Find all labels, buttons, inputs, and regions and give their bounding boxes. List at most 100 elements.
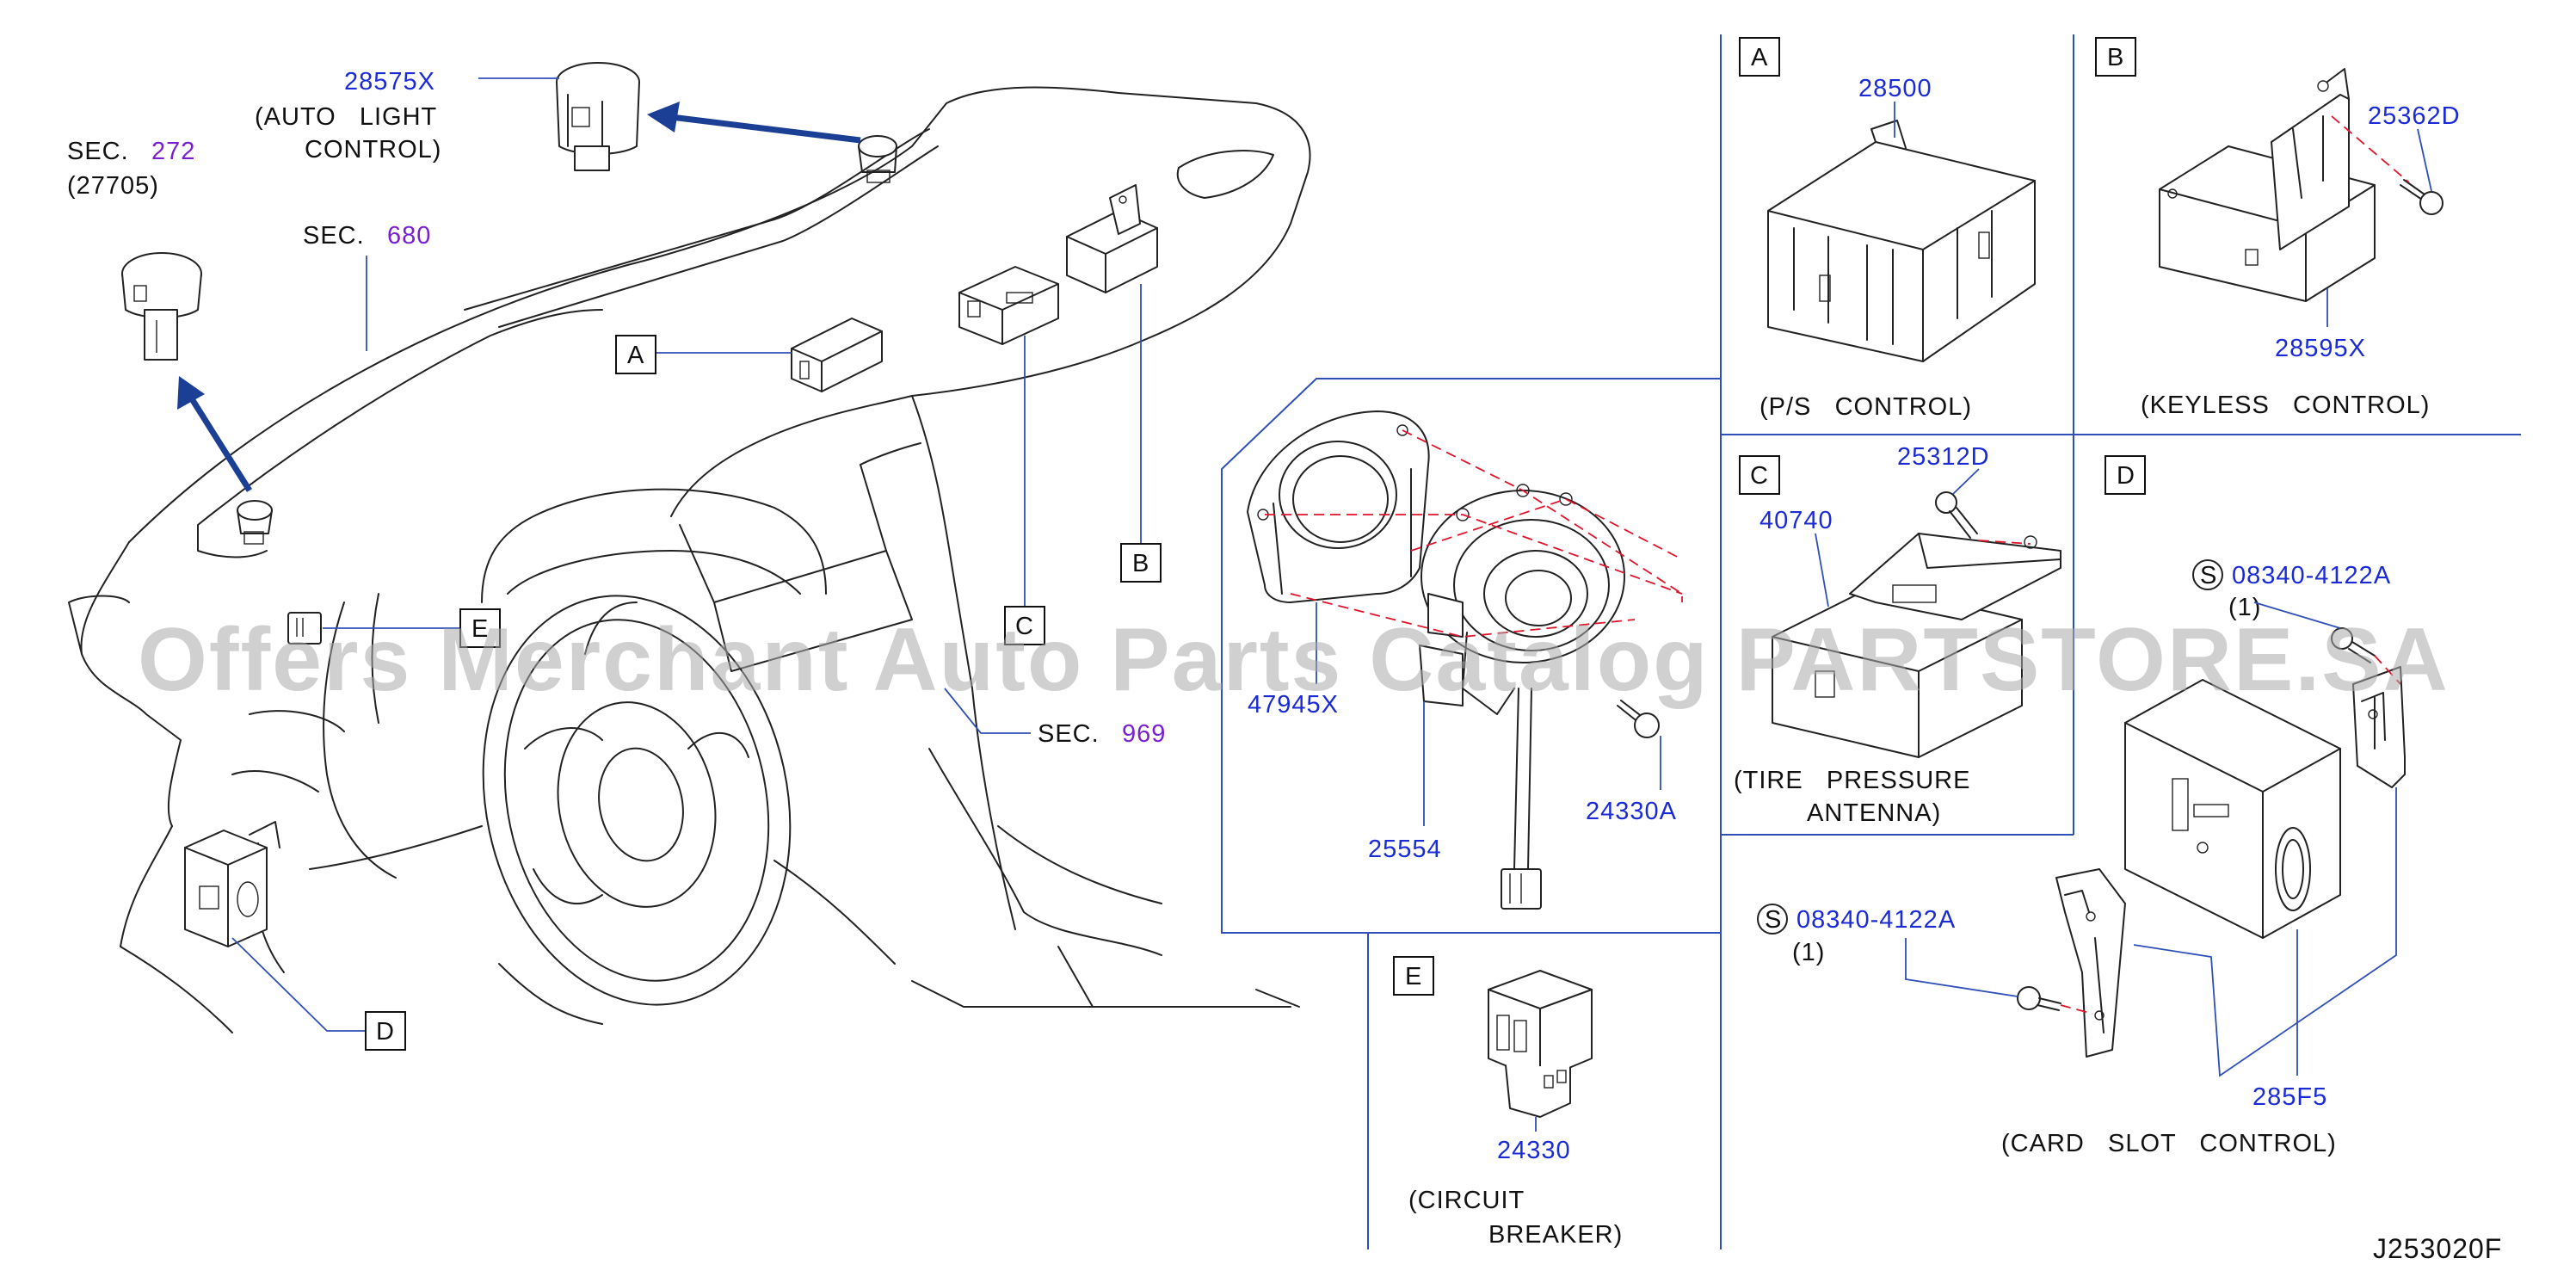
symbol-s-top [2192, 559, 2223, 590]
panel-d-letter: D [2117, 462, 2135, 490]
watermark: Offers Merchant Auto Parts Catalog PARTS… [138, 610, 2450, 710]
dash-component-e [287, 612, 322, 645]
auto-light-caption-1: (AUTO LIGHT [255, 103, 437, 131]
dash-left-sensor [237, 500, 273, 545]
leader-25362d [2417, 128, 2432, 192]
leader-d [231, 937, 366, 1032]
part-25554: 25554 [1368, 836, 1442, 863]
part-08340-4122a-top: 08340-4122A [2232, 562, 2391, 589]
arrow-auto-light-head [647, 102, 680, 133]
panel-e-box [1393, 956, 1434, 996]
panel-e: E 24330 (CIRCUIT BREAKER) [1393, 956, 1623, 1249]
part-25362d: 25362D [2368, 102, 2461, 130]
keyless-control-unit [2159, 68, 2376, 302]
dash-component-b [1066, 184, 1158, 293]
auto-light-sensor [556, 62, 640, 171]
leader-bolt-left [1905, 938, 2018, 997]
symbol-s-left [1757, 904, 1788, 935]
dash-component-d [184, 821, 280, 947]
sec680-number: 680 [387, 222, 431, 250]
tire-pressure-caption-1: (TIRE PRESSURE [1734, 767, 1970, 794]
circuit-breaker-caption-1: (CIRCUIT [1408, 1187, 1525, 1214]
panel-e-letter: E [1405, 963, 1421, 990]
steering-screw [1617, 700, 1660, 738]
keyless-control-caption: (KEYLESS CONTROL) [2141, 392, 2430, 419]
panel-a: A 28500 (P/S CONTROL) [1739, 37, 2036, 421]
callout-box-d [365, 1011, 406, 1051]
dash-component-c [958, 266, 1059, 345]
callout-letter-e: E [471, 615, 488, 643]
steering-angle-sensor [1419, 484, 1625, 910]
sec680-prefix: SEC. [303, 222, 365, 250]
sec272-sensor [121, 252, 202, 361]
card-slot-control-unit [2124, 679, 2341, 939]
arrow-sec272 [188, 396, 252, 492]
arrow-auto-light [670, 114, 861, 144]
sec272-number: 272 [151, 138, 195, 165]
part-28575x: 28575X [344, 68, 435, 96]
dash-component-a [791, 318, 883, 392]
card-slot-bolt-top [2331, 627, 2376, 663]
card-slot-bolt-left [2017, 986, 2061, 1011]
part-08340-4122a-left: 08340-4122A [1796, 906, 1956, 934]
circuit-breaker [1488, 970, 1593, 1118]
callout-box-b [1120, 543, 1162, 583]
tire-pressure-caption-2: ANTENNA) [1807, 799, 1941, 827]
part-47945x: 47945X [1248, 691, 1339, 719]
panel-a-box [1739, 37, 1780, 77]
callout-letter-b: B [1132, 550, 1149, 577]
callout-letter-d: D [376, 1018, 394, 1046]
leader-285f5 [2133, 787, 2397, 1077]
card-slot-caption: (CARD SLOT CONTROL) [2001, 1130, 2337, 1157]
ps-control-caption: (P/S CONTROL) [1759, 393, 1972, 421]
steering-cover [1247, 410, 1430, 603]
panel-b-letter: B [2107, 44, 2123, 71]
arrow-sec272-head [177, 376, 205, 410]
panel-d: D S 08340-4122A (1) S 08340-4122A (1) [1757, 455, 2406, 1157]
panel-b-box [2095, 37, 2136, 77]
part-24330: 24330 [1497, 1137, 1571, 1164]
tire-pressure-dashed [1978, 540, 2031, 545]
keyless-bolt [2400, 179, 2444, 215]
steering-dashed-3 [1410, 498, 1683, 560]
part-28500: 28500 [1858, 75, 1932, 102]
sec969-number: 969 [1122, 720, 1166, 748]
qty-top: (1) [2228, 594, 2261, 621]
card-slot-bracket-left [2055, 868, 2126, 1058]
tire-pressure-antenna [1772, 533, 2061, 758]
leader-sec969 [944, 688, 1031, 734]
leader-bolt-top [2253, 601, 2341, 629]
panel-c-letter: C [1750, 462, 1768, 490]
circuit-breaker-caption-2: BREAKER) [1488, 1221, 1623, 1249]
dashboard-overview: 28575X (AUTO LIGHT CONTROL) SEC. 272 (27… [67, 62, 1311, 1051]
part-24330a: 24330A [1586, 798, 1677, 825]
sec272-prefix: SEC. [67, 138, 129, 165]
callout-box-a [615, 335, 656, 374]
tire-pressure-bolt [1935, 491, 1978, 539]
steering-detail: 47945X 25554 24330A [1247, 410, 1683, 910]
steering-dashed-4 [1290, 593, 1636, 638]
card-slot-dashed-top [2374, 655, 2401, 685]
panel-c-box [1739, 455, 1780, 495]
leader-25312d [1952, 468, 1980, 495]
part-285f5: 285F5 [2252, 1083, 2327, 1111]
card-slot-dashed-left [2060, 1004, 2093, 1015]
steering-dashed-2 [1402, 429, 1683, 602]
panel-d-box [2105, 455, 2146, 495]
callout-letter-a: A [627, 342, 644, 369]
steering-dashed-1 [1265, 514, 1683, 595]
panel-b: B 25362D 28595X (KEYLESS CONTROL) [2095, 37, 2461, 419]
sec272-sub: (27705) [67, 172, 159, 200]
callout-box-e [459, 608, 501, 648]
dash-auto-light-sensor [858, 135, 897, 183]
card-slot-bracket-right [2352, 666, 2406, 788]
qty-left: (1) [1792, 939, 1825, 966]
part-28595x: 28595X [2275, 335, 2366, 362]
keyless-dashed [2331, 115, 2410, 183]
part-25312d: 25312D [1897, 443, 1990, 471]
sec969-prefix: SEC. [1038, 720, 1100, 748]
callout-box-c [1004, 606, 1045, 645]
ps-control-unit [1767, 120, 2036, 362]
leader-40740 [1815, 533, 1829, 608]
